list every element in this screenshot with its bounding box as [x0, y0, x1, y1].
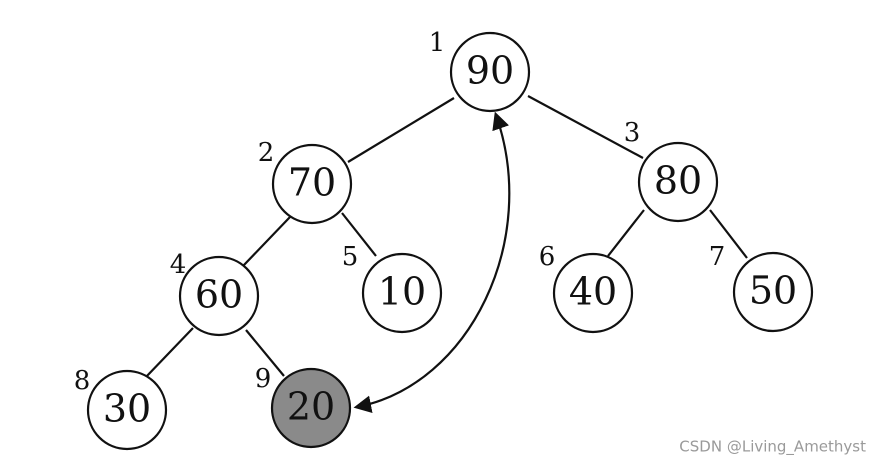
node-index-label: 6	[539, 242, 556, 272]
node-value: 70	[288, 161, 336, 205]
tree-node-4: 60 4	[170, 250, 260, 337]
node-index-label: 9	[255, 364, 272, 394]
edge-2-4	[242, 216, 291, 267]
tree-node-5: 10 5	[342, 242, 443, 334]
node-index-label: 1	[429, 28, 446, 58]
node-circle	[637, 141, 719, 223]
node-index-label: 8	[74, 366, 91, 396]
node-circle-highlighted	[270, 367, 352, 449]
node-circle	[449, 31, 531, 113]
tree-node-1: 90 1	[429, 28, 531, 113]
node-value: 30	[103, 387, 151, 431]
node-circle	[361, 252, 443, 334]
node-value: 60	[195, 273, 243, 317]
edge-4-8	[144, 327, 194, 379]
tree-node-6: 40 6	[539, 242, 634, 334]
edge-4-9	[245, 329, 285, 377]
node-index-label: 3	[624, 118, 641, 148]
node-circle	[732, 251, 814, 333]
node-circle	[271, 143, 353, 225]
node-value: 40	[569, 270, 617, 314]
swap-arrow	[353, 111, 511, 413]
edge-3-6	[607, 209, 645, 257]
node-index-label: 5	[342, 242, 359, 272]
node-circle	[86, 369, 168, 451]
node-circle	[552, 252, 634, 334]
tree-edges	[144, 95, 748, 379]
tree-node-9-highlighted: 20 9	[255, 364, 352, 449]
edge-3-7	[709, 209, 748, 259]
node-value: 80	[654, 159, 702, 203]
watermark-text: CSDN @Living_Amethyst	[679, 438, 866, 457]
tree-node-8: 30 8	[74, 366, 168, 451]
tree-node-7: 50 7	[709, 242, 814, 333]
node-value: 20	[287, 385, 335, 429]
node-index-label: 2	[258, 138, 275, 168]
edge-1-2	[347, 97, 455, 163]
node-index-label: 4	[170, 250, 187, 280]
tree-node-3: 80 3	[624, 118, 719, 223]
node-value: 90	[466, 49, 514, 93]
edge-1-3	[527, 95, 644, 159]
node-value: 50	[749, 269, 797, 313]
tree-node-2: 70 2	[258, 138, 353, 225]
node-value: 10	[378, 270, 426, 314]
node-circle	[178, 255, 260, 337]
node-index-label: 7	[709, 242, 726, 272]
